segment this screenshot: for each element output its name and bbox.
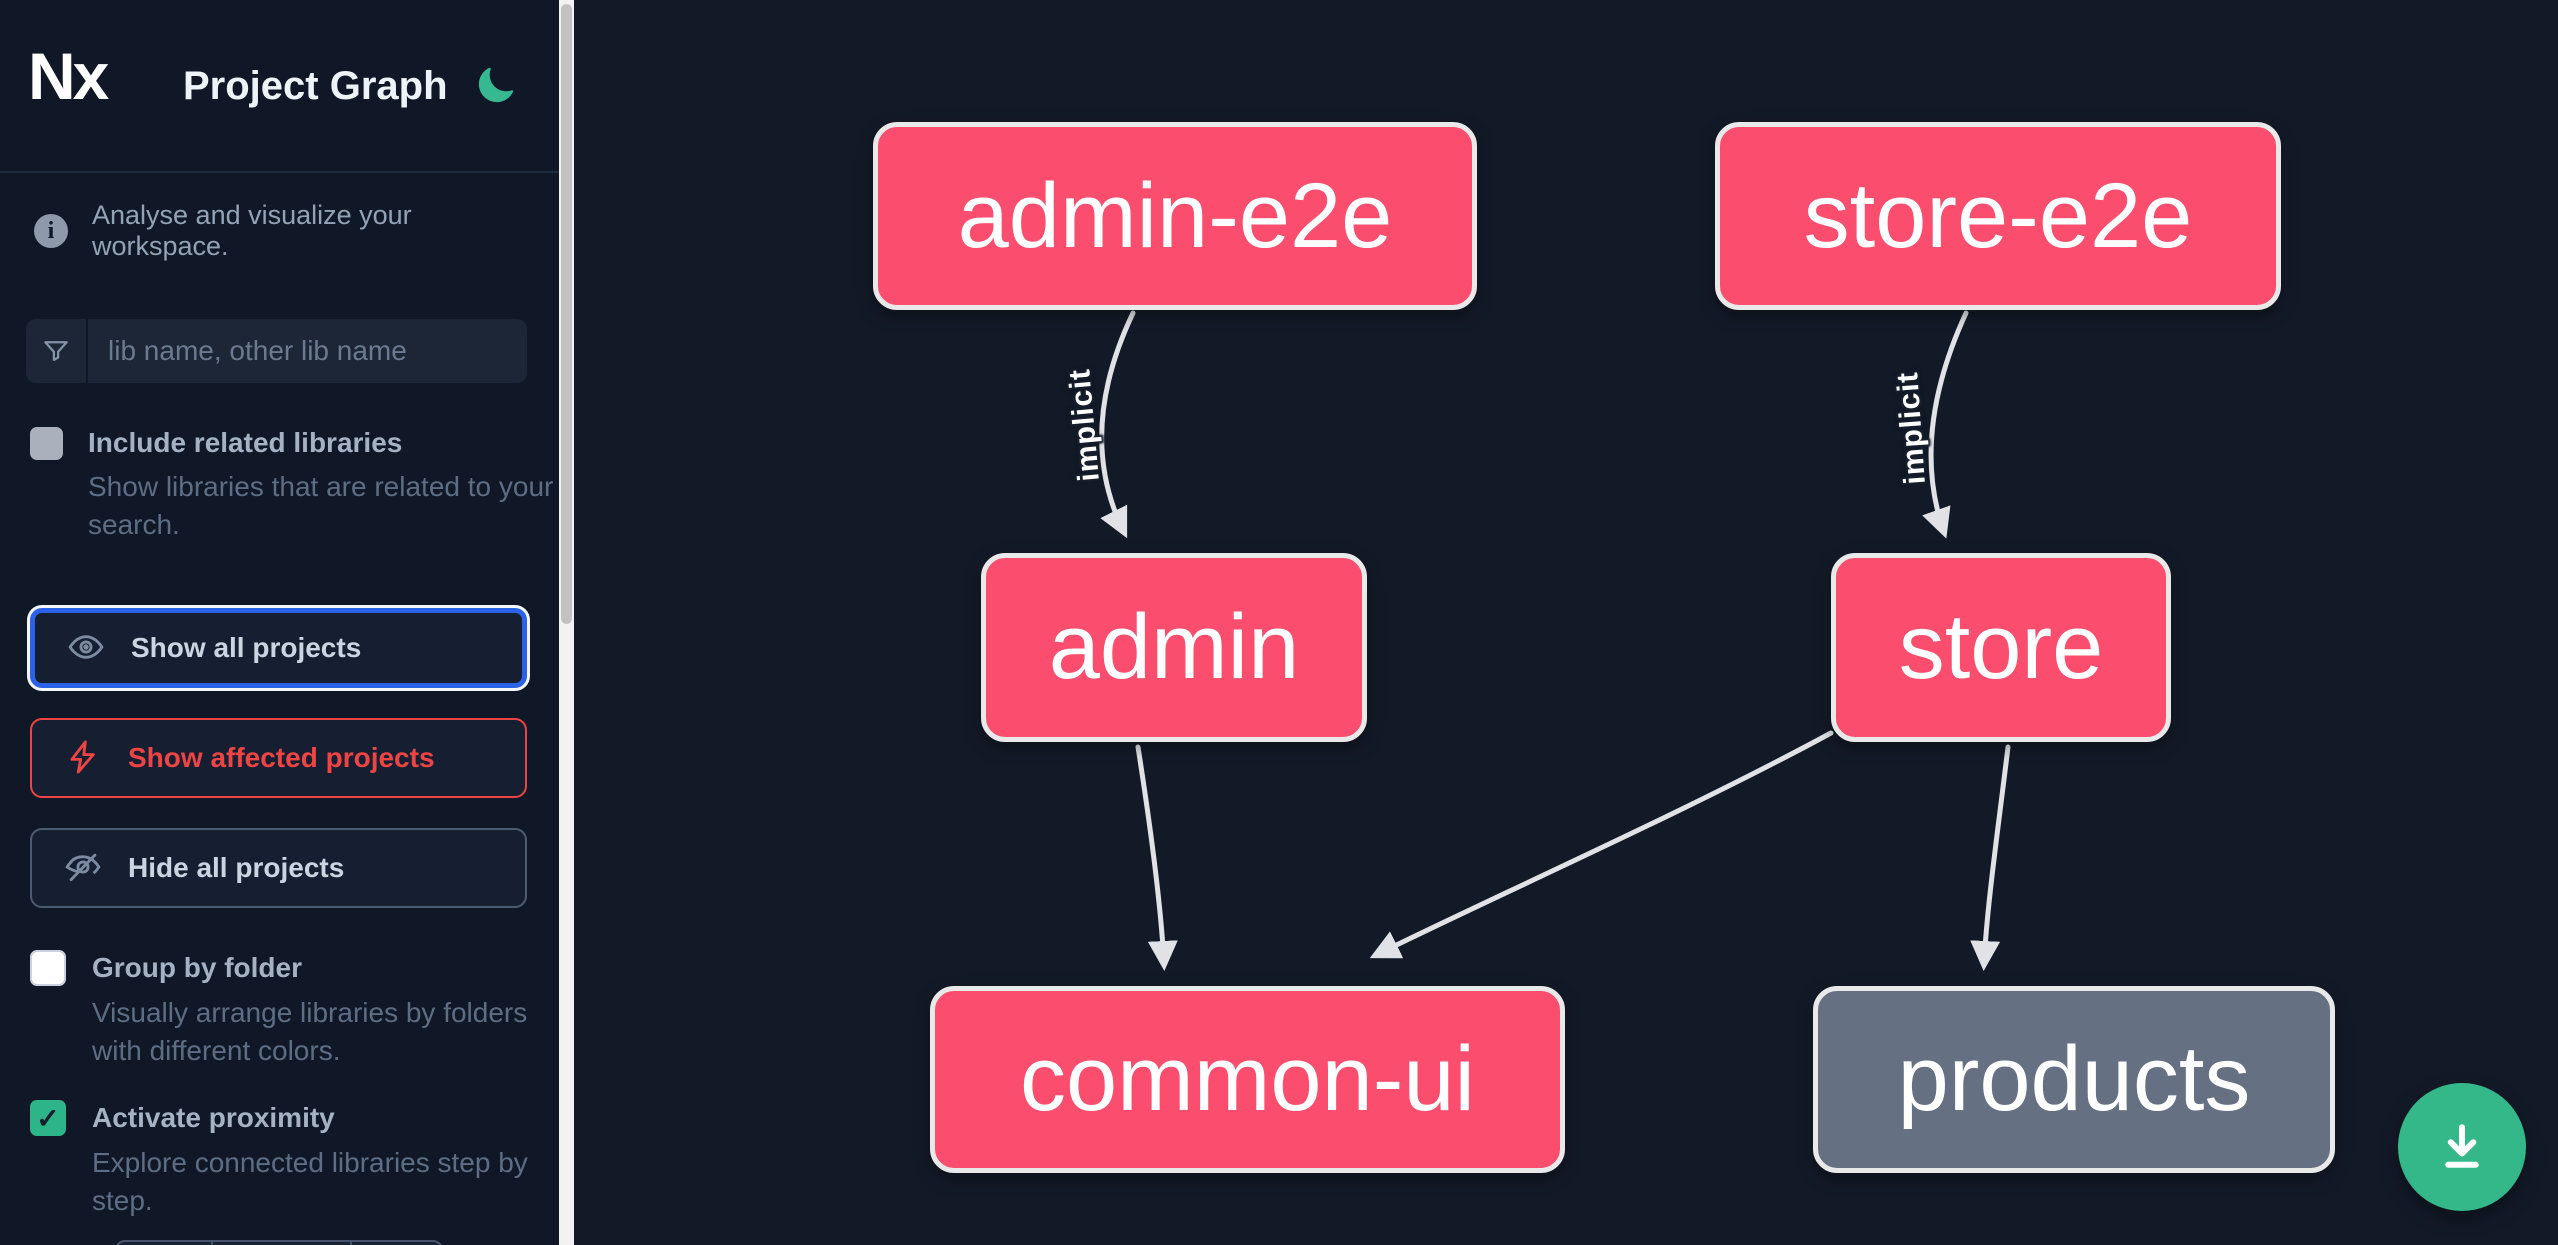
node-common-ui[interactable]: common-ui bbox=[930, 986, 1565, 1173]
edge-store-common-ui bbox=[1369, 730, 1834, 959]
stepper-increment[interactable] bbox=[350, 1242, 441, 1245]
download-icon bbox=[2432, 1116, 2492, 1179]
nx-logo: Nx bbox=[28, 39, 109, 113]
edge-store-e2e-store bbox=[1922, 310, 1969, 539]
show-all-projects-button[interactable]: Show all projects bbox=[30, 608, 527, 688]
moon-icon bbox=[474, 67, 518, 110]
node-admin[interactable]: admin bbox=[981, 553, 1367, 742]
group-by-folder-label[interactable]: Group by folder bbox=[92, 952, 302, 983]
stepper-value bbox=[211, 1242, 350, 1245]
node-admin-e2e[interactable]: admin-e2e bbox=[873, 122, 1477, 310]
node-store-e2e[interactable]: store-e2e bbox=[1715, 122, 2281, 310]
edge-admin-common-ui bbox=[1135, 744, 1178, 971]
node-store[interactable]: store bbox=[1831, 553, 2171, 742]
activate-proximity-checkbox[interactable] bbox=[30, 1100, 66, 1136]
eye-off-icon bbox=[64, 848, 102, 889]
node-store-e2e-label: store-e2e bbox=[1803, 164, 2193, 267]
hide-all-projects-button[interactable]: Hide all projects bbox=[30, 828, 527, 908]
eye-icon bbox=[67, 628, 105, 669]
workspace-info: i Analyse and visualize your workspace. bbox=[34, 200, 534, 262]
info-icon: i bbox=[34, 214, 68, 248]
download-graph-button[interactable] bbox=[2398, 1083, 2526, 1211]
sidebar: Nx Project Graph i Analyse and visualize… bbox=[0, 0, 559, 1245]
sidebar-scrollbar-thumb[interactable] bbox=[561, 4, 572, 624]
group-by-folder-description: Visually arrange libraries by folders wi… bbox=[92, 997, 528, 1066]
proximity-stepper-control[interactable] bbox=[115, 1240, 443, 1245]
node-admin-label: admin bbox=[1048, 596, 1300, 698]
edge-store-products bbox=[1970, 744, 2011, 971]
workspace-info-text: Analyse and visualize your workspace. bbox=[92, 200, 412, 261]
edge-admin-e2e-admin bbox=[1099, 310, 1136, 539]
show-affected-projects-label: Show affected projects bbox=[128, 742, 435, 773]
search-box bbox=[26, 319, 527, 383]
filter-funnel-icon bbox=[26, 319, 88, 383]
page-title: Project Graph bbox=[183, 64, 448, 108]
show-affected-projects-button[interactable]: Show affected projects bbox=[30, 718, 527, 798]
include-related-description: Show libraries that are related to your … bbox=[88, 471, 554, 540]
node-store-label: store bbox=[1898, 596, 2104, 698]
activate-proximity-label[interactable]: Activate proximity bbox=[92, 1102, 335, 1133]
search-input[interactable] bbox=[88, 319, 527, 383]
node-products[interactable]: products bbox=[1813, 986, 2335, 1173]
graph-edges bbox=[1099, 310, 2011, 971]
node-common-ui-label: common-ui bbox=[1019, 1028, 1475, 1130]
activate-proximity-description: Explore connected libraries step by step… bbox=[92, 1147, 528, 1216]
hide-all-projects-label: Hide all projects bbox=[128, 852, 345, 883]
node-products-label: products bbox=[1897, 1028, 2251, 1130]
show-all-projects-label: Show all projects bbox=[131, 632, 362, 663]
sidebar-header: Nx Project Graph bbox=[0, 0, 559, 173]
theme-toggle-button[interactable] bbox=[472, 62, 520, 110]
sidebar-scrollbar-track bbox=[559, 0, 574, 1245]
group-by-folder-checkbox[interactable] bbox=[30, 950, 66, 986]
include-related-checkbox[interactable] bbox=[30, 427, 63, 460]
bolt-icon bbox=[64, 738, 102, 779]
node-admin-e2e-label: admin-e2e bbox=[957, 164, 1393, 267]
graph-canvas[interactable]: implicit implicit admin-e2e store-e2e ad… bbox=[574, 0, 2558, 1245]
include-related-label[interactable]: Include related libraries bbox=[88, 427, 403, 458]
